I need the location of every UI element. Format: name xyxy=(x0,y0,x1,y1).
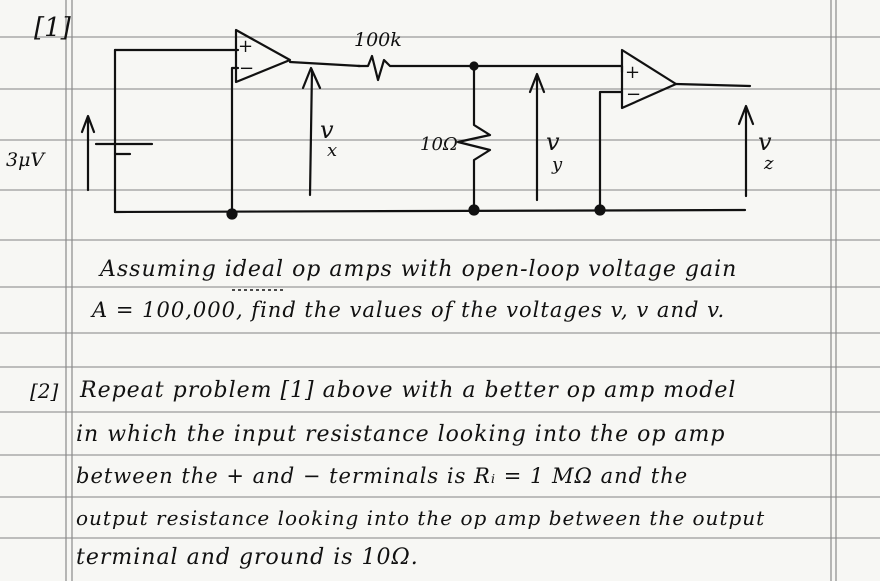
vx-subscript: x xyxy=(327,140,337,161)
source-voltage-label: 3μV xyxy=(6,149,46,171)
vz-label: v xyxy=(758,128,772,156)
opamp1-body xyxy=(234,28,292,84)
problem1-text-line2: A = 100,000, find the values of the volt… xyxy=(92,298,726,322)
opamp2-output-wire xyxy=(674,82,752,88)
opamp2-input-wire xyxy=(472,64,624,74)
opamp1-feedback xyxy=(230,66,240,217)
problem2-text-line1: Repeat problem [1] above with a better o… xyxy=(80,378,737,403)
source-arrow xyxy=(80,114,96,192)
opamp2-minus-sign: − xyxy=(626,84,641,105)
vz-arrow xyxy=(737,104,755,198)
resistor-10ohm-label: 10Ω xyxy=(420,134,458,155)
opamp1-output-wire xyxy=(288,60,362,68)
resistor-100k-label: 100k xyxy=(354,29,402,51)
problem2-text-line5: terminal and ground is 10Ω. xyxy=(76,545,419,570)
node-gnd-1 xyxy=(226,208,238,220)
vy-subscript: y xyxy=(551,154,563,175)
problem2-number: [2] xyxy=(30,379,59,403)
vx-label: v xyxy=(320,116,334,144)
problem2-text-line2: in which the input resistance looking in… xyxy=(76,422,726,447)
circuit-diagram xyxy=(80,28,755,220)
problem2-text-line4: output resistance looking into the op am… xyxy=(76,506,766,530)
margin-lines xyxy=(65,0,837,581)
opamp2-feedback xyxy=(598,90,624,212)
node-gnd-3 xyxy=(594,204,606,216)
node-gnd-2 xyxy=(468,204,480,216)
resistor-100k xyxy=(356,54,476,82)
battery-symbol xyxy=(94,142,154,156)
opamp1-minus-sign: − xyxy=(239,58,254,79)
vy-arrow xyxy=(528,72,546,202)
problem1-number: [1] xyxy=(34,13,72,43)
ground-rail xyxy=(113,208,747,214)
vz-subscript: z xyxy=(763,153,774,174)
opamp2-body xyxy=(620,48,678,110)
problem1-text-line1: Assuming ideal op amps with open-loop vo… xyxy=(100,257,738,282)
vy-label: v xyxy=(546,128,560,156)
resistor-10ohm xyxy=(456,64,492,212)
vx-arrow xyxy=(301,66,322,197)
problem2-text-line3: between the + and − terminals is Rᵢ = 1 … xyxy=(76,464,689,488)
ruled-lines xyxy=(0,36,880,539)
opamp2-plus-sign: + xyxy=(625,62,640,83)
opamp1-plus-sign: + xyxy=(238,36,253,57)
